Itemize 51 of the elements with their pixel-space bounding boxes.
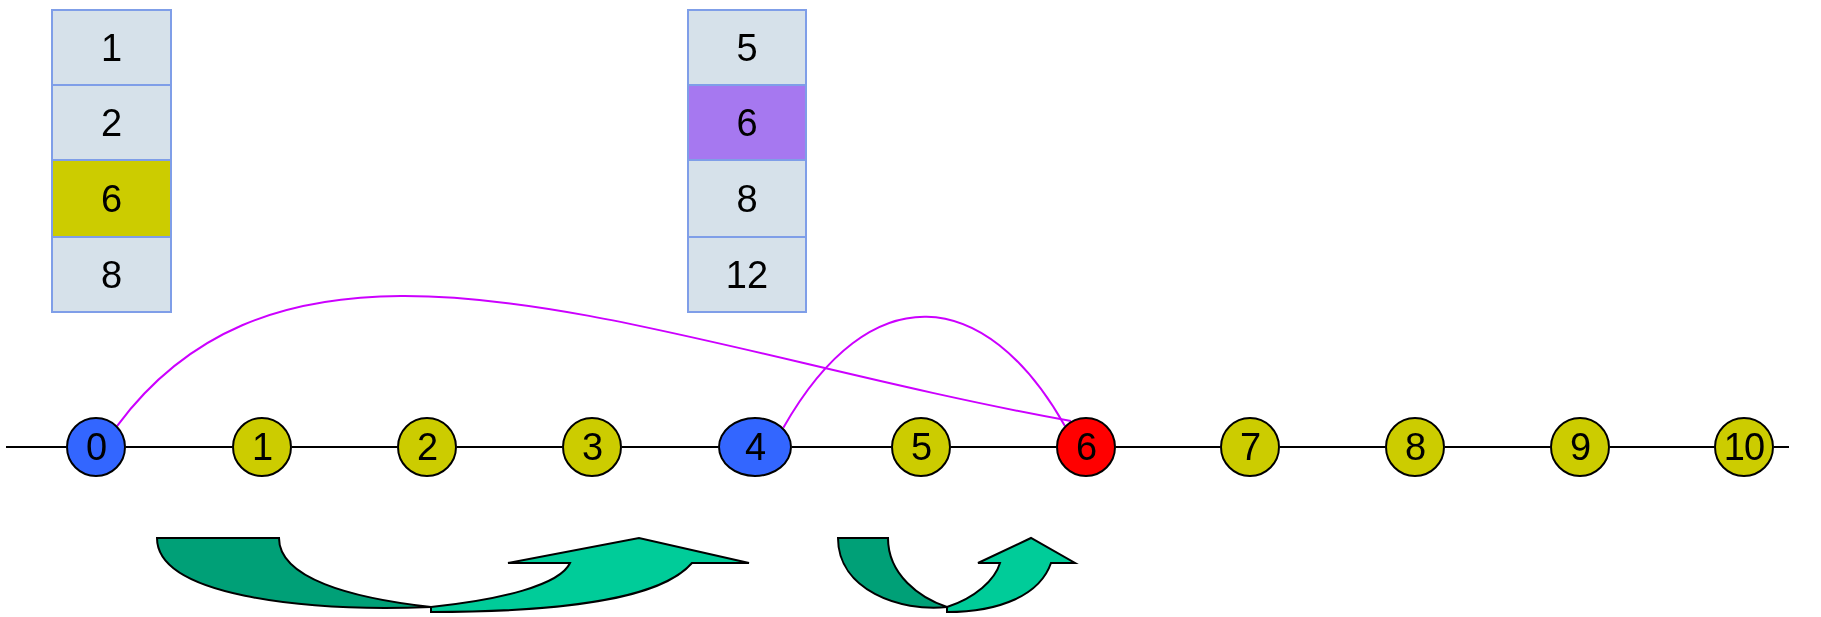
array-cell [687, 236, 807, 313]
index-circle [1714, 417, 1774, 477]
number-label: 7 [1239, 428, 1261, 466]
connector-line [5, 446, 67, 448]
array-cell [51, 9, 172, 86]
connector-line [621, 446, 719, 448]
index-circle [232, 417, 292, 477]
number-label: 6 [736, 103, 758, 142]
connector-line [291, 446, 398, 448]
number-label: 1 [100, 28, 123, 67]
number-label: 8 [100, 255, 123, 294]
number-label: 8 [1404, 428, 1426, 466]
connector-line [1609, 446, 1715, 448]
arc-line [116, 295, 1072, 427]
index-circle [891, 417, 951, 477]
index-circle [397, 417, 457, 477]
index-circle [66, 417, 126, 477]
number-label: 0 [85, 428, 107, 466]
index-circle [1385, 417, 1445, 477]
connector-line [950, 446, 1057, 448]
number-label: 9 [1569, 428, 1591, 466]
connector-line [1115, 446, 1221, 448]
number-label: 3 [581, 428, 603, 466]
arc-line [782, 315, 1066, 429]
number-label: 12 [725, 255, 769, 294]
index-circle [1056, 417, 1116, 477]
number-label: 6 [1075, 428, 1097, 466]
number-label: 2 [416, 428, 438, 466]
array-cell [687, 9, 807, 86]
number-label: 4 [744, 428, 766, 466]
number-label: 5 [910, 428, 932, 466]
index-circle [562, 417, 622, 477]
connector-line [1773, 446, 1790, 448]
connector-line [456, 446, 563, 448]
array-cell [51, 84, 172, 161]
connector-line [125, 446, 233, 448]
array-cell [687, 84, 807, 161]
connector-line [1444, 446, 1551, 448]
array-cell [687, 159, 807, 238]
number-label: 8 [736, 179, 758, 218]
index-circle [1220, 417, 1280, 477]
number-label: 2 [100, 103, 123, 142]
connector-line [1279, 446, 1386, 448]
array-cell [51, 159, 172, 238]
array-cell [51, 236, 172, 313]
number-label: 10 [1723, 428, 1765, 466]
index-circle [1550, 417, 1610, 477]
connector-line [791, 446, 892, 448]
number-label: 1 [251, 428, 273, 466]
number-label: 6 [100, 179, 123, 218]
number-label: 5 [736, 28, 758, 67]
